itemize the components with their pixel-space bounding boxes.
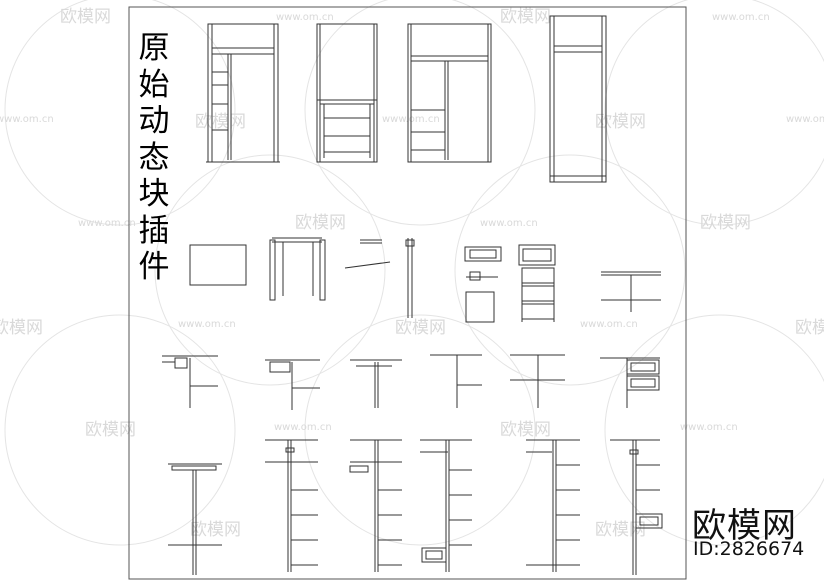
watermark-url: www.om.cn xyxy=(78,218,136,229)
title-char: 插 xyxy=(138,212,170,249)
wardrobe-4 xyxy=(549,15,607,183)
watermark-url: www.om.cn xyxy=(276,12,334,23)
vertical-title: 原 始 动 态 块 插 件 xyxy=(134,30,174,286)
assembly-3 xyxy=(349,439,402,572)
watermark-brand: 欧模网 xyxy=(700,213,751,233)
title-char: 态 xyxy=(138,139,170,176)
section-detail-4 xyxy=(430,354,482,408)
section-detail-5 xyxy=(510,354,565,408)
assembly-5 xyxy=(526,439,580,572)
section-detail-1 xyxy=(162,355,218,408)
watermark-brand: 欧模网 xyxy=(500,420,551,440)
assembly-2 xyxy=(265,439,318,572)
section-detail-6 xyxy=(600,357,660,408)
pull-down-hanger xyxy=(269,237,326,301)
watermark-brand: 欧模网 xyxy=(295,213,346,233)
watermark-url: www.om.cn xyxy=(786,114,824,125)
basket-drawer xyxy=(464,246,502,323)
title-char: 块 xyxy=(138,176,170,212)
section-detail-2 xyxy=(265,359,320,410)
watermark-brand: 欧模网 xyxy=(60,7,111,27)
watermark-brand: 欧模网 xyxy=(595,520,646,540)
watermark-brand: 欧模网 xyxy=(395,318,446,338)
watermark-brand: 欧模网 xyxy=(795,318,824,338)
wardrobe-3 xyxy=(407,23,492,163)
id-label: ID:2826674 xyxy=(693,538,805,560)
title-char: 动 xyxy=(138,103,170,139)
mirror-panel xyxy=(189,244,247,286)
corner-brand: 欧模网 xyxy=(692,506,797,546)
wardrobe-2 xyxy=(316,23,378,163)
watermark-layer xyxy=(4,0,824,546)
watermark-url: www.om.cn xyxy=(680,422,738,433)
drawing-frame xyxy=(128,6,687,580)
watermark-url: www.om.cn xyxy=(580,319,638,330)
watermark-brand: 欧模网 xyxy=(500,7,551,27)
section-detail-3 xyxy=(350,359,402,408)
watermark-url: www.om.cn xyxy=(274,422,332,433)
watermark-brand: 欧模网 xyxy=(195,112,246,132)
watermark-url: www.om.cn xyxy=(480,218,538,229)
watermark-brand: 欧模网 xyxy=(190,520,241,540)
watermark-url: www.om.cn xyxy=(712,12,770,23)
watermark-brand: 欧模网 xyxy=(85,420,136,440)
hanging-rod-side xyxy=(344,239,391,269)
multi-drawer-stack xyxy=(518,244,556,322)
watermark-brand: 欧模网 xyxy=(595,112,646,132)
assembly-4 xyxy=(420,439,472,572)
assembly-6 xyxy=(610,439,663,575)
assembly-1 xyxy=(168,463,222,575)
shelf-bracket xyxy=(601,271,661,312)
wardrobe-1 xyxy=(206,23,280,163)
watermark-url: www.om.cn xyxy=(0,114,54,125)
watermark-url: www.om.cn xyxy=(178,319,236,330)
title-char: 件 xyxy=(138,249,170,285)
title-char: 原 xyxy=(138,30,170,66)
watermark-brand: 欧模网 xyxy=(0,318,43,338)
vertical-rail xyxy=(405,238,415,318)
title-char: 始 xyxy=(138,66,170,103)
